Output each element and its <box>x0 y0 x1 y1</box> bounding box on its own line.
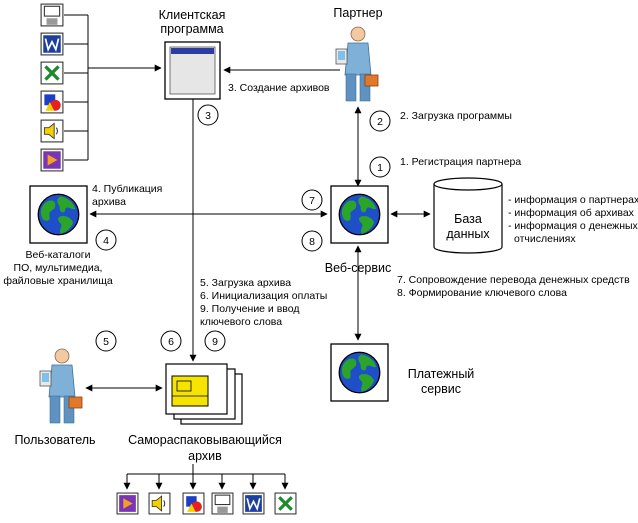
step-publish-line2: архива <box>92 196 126 208</box>
database-node: База данных <box>433 177 503 254</box>
excel-icon <box>274 492 297 515</box>
step-marker-5: 5 <box>95 330 117 352</box>
web-catalogs-line1: Веб-каталоги <box>26 249 91 261</box>
partner-node: Партнер <box>333 6 383 102</box>
step-marker-3: 3 <box>197 104 219 126</box>
step-marker-6: 6 <box>160 330 182 352</box>
archive-node: Самораспаковывающийся архив <box>128 363 282 463</box>
client-title-line1: Клиентская <box>159 8 226 22</box>
file-bus-top <box>64 14 162 161</box>
svg-text:3: 3 <box>205 110 211 122</box>
word-icon <box>40 32 64 56</box>
client-program-node: Клиентская программа <box>159 8 226 100</box>
svg-text:2: 2 <box>377 116 383 128</box>
user-title: Пользователь <box>14 433 95 447</box>
file-icons-bottom <box>116 492 297 515</box>
db-info-line3: - информация о денежных <box>508 220 638 232</box>
client-title-line2: программа <box>160 22 223 36</box>
shapes-icon <box>40 90 64 114</box>
user-person-icon <box>39 348 83 424</box>
step-marker-1: 1 <box>369 156 391 178</box>
step-register-partner: 1. Регистрация партнера <box>400 156 521 168</box>
globe-icon <box>338 193 381 236</box>
payment-line1: Платежный <box>408 367 475 381</box>
step-init-payment: 6. Инициализация оплаты <box>200 290 327 302</box>
window-icon <box>169 46 216 95</box>
web-catalogs-node: Веб-каталоги ПО, мультимедиа, файловые х… <box>3 185 113 287</box>
web-catalogs-line2: ПО, мультимедиа, <box>14 262 103 274</box>
svg-text:5: 5 <box>103 336 109 348</box>
partner-person-icon <box>335 26 379 102</box>
db-info-line4: отчислениях <box>514 233 576 245</box>
partner-title: Партнер <box>333 6 382 20</box>
user-node: Пользователь <box>14 348 96 447</box>
database-line1: База <box>454 212 482 226</box>
payment-line2: сервис <box>421 382 461 396</box>
step-load-archive: 5. Загрузка архива <box>200 277 291 289</box>
step-marker-9: 9 <box>204 330 226 352</box>
step-receive-key-line1: 9. Получение и ввод <box>200 303 300 315</box>
db-info-line1: - информация о партнерах <box>508 194 638 206</box>
audio-icon <box>40 119 64 143</box>
svg-text:1: 1 <box>377 162 383 174</box>
step-publish-line1: 4. Публикация <box>92 183 162 195</box>
floppy-icon <box>211 492 234 515</box>
shapes-icon <box>182 492 205 515</box>
excel-icon <box>40 61 64 85</box>
step-marker-8: 8 <box>301 230 323 252</box>
floppy-icon <box>40 3 64 27</box>
step-marker-4: 4 <box>95 229 117 251</box>
step-marker-2: 2 <box>369 110 391 132</box>
video-icon <box>116 492 139 515</box>
database-line2: данных <box>446 227 490 241</box>
svg-text:4: 4 <box>103 235 109 247</box>
archive-line2: архив <box>188 449 222 463</box>
archive-line1: Самораспаковывающийся <box>128 433 282 447</box>
db-info-line2: - информация об архивах <box>508 207 635 219</box>
step-markers: 3 2 1 7 8 4 5 6 <box>95 104 391 352</box>
svg-text:7: 7 <box>309 195 315 207</box>
svg-text:9: 9 <box>212 336 218 348</box>
payment-service-node: Платежный сервис <box>330 343 475 402</box>
video-icon <box>40 148 64 172</box>
svg-text:6: 6 <box>168 336 174 348</box>
svg-text:8: 8 <box>309 236 315 248</box>
step-money-transfer: 7. Сопровождение перевода денежных средс… <box>397 274 630 286</box>
step-receive-key-line2: ключевого слова <box>200 316 282 328</box>
archive-package-icon <box>171 375 209 407</box>
file-icons-top <box>40 3 64 172</box>
audio-icon <box>148 492 171 515</box>
word-icon <box>242 492 265 515</box>
step-create-archives: 3. Создание архивов <box>228 82 330 94</box>
step-load-program: 2. Загрузка программы <box>400 110 512 122</box>
globe-icon <box>338 351 381 394</box>
step-marker-7: 7 <box>301 189 323 211</box>
web-catalogs-line3: файловые хранилища <box>3 275 113 287</box>
step-keyword-gen: 8. Формирование ключевого слова <box>397 287 567 299</box>
globe-icon <box>37 193 80 236</box>
file-bus-bottom <box>123 464 289 490</box>
